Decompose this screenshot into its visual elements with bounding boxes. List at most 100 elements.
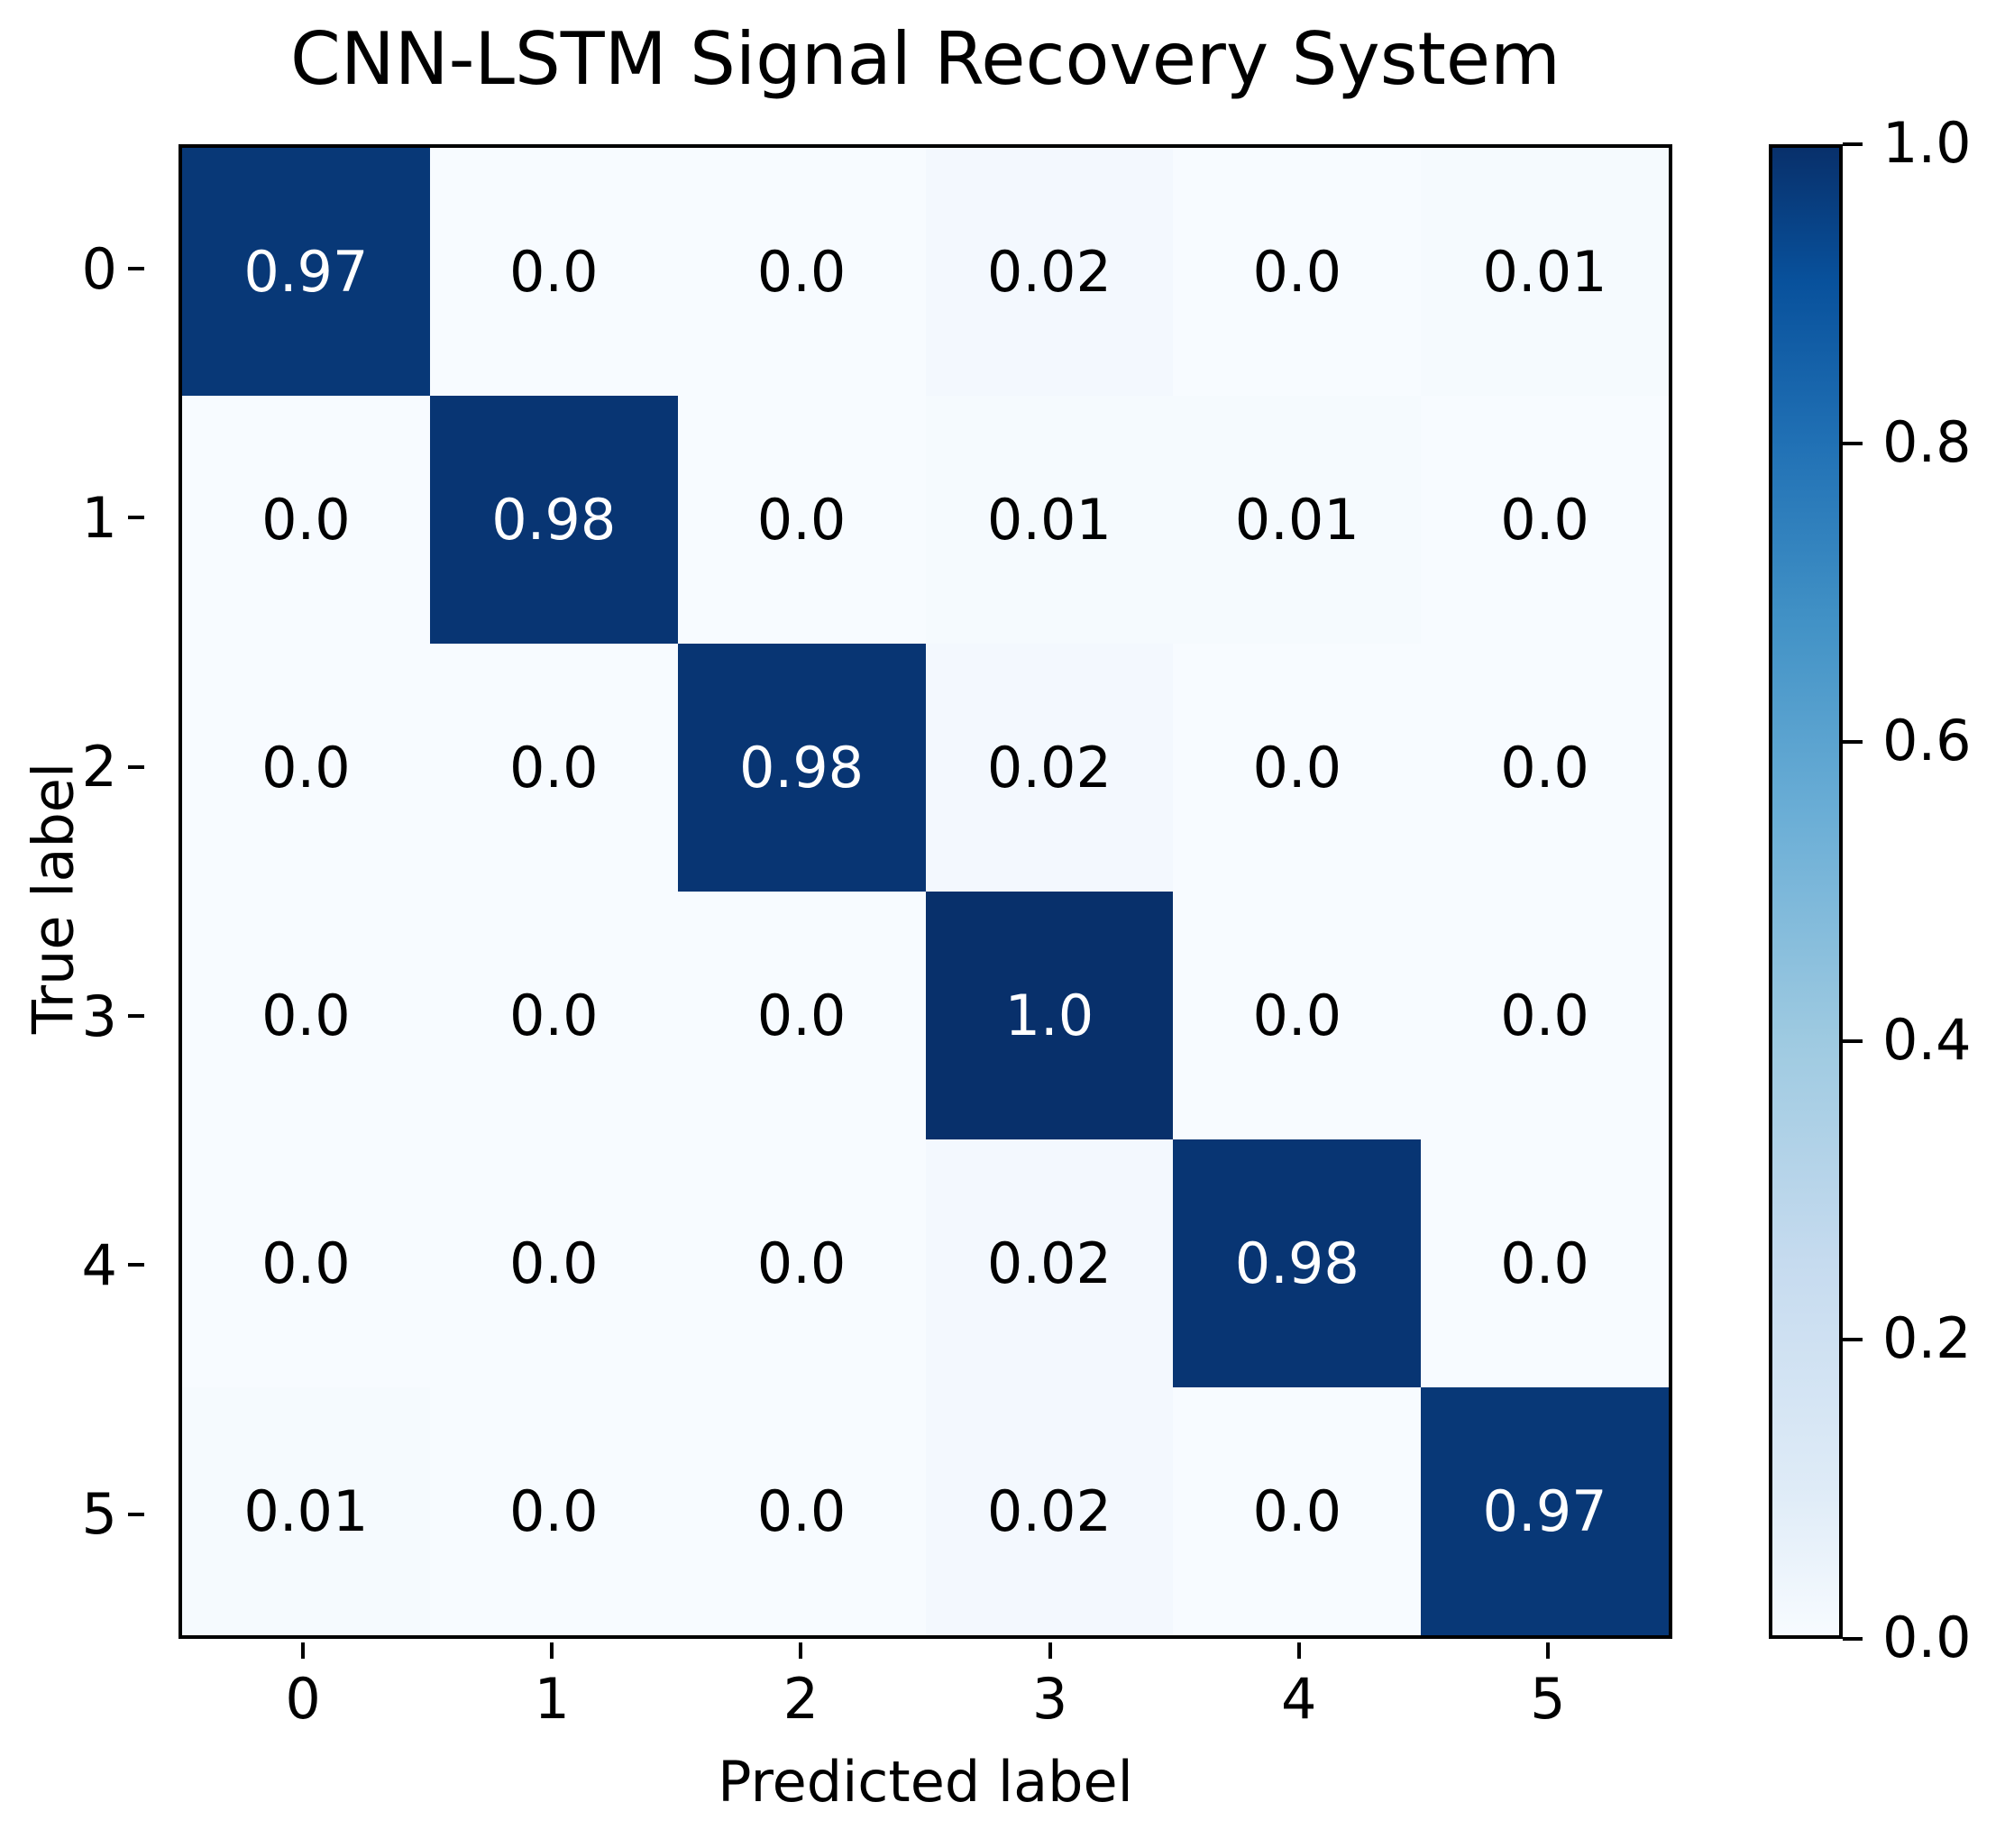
- matrix-cell: 0.0: [182, 1139, 430, 1387]
- matrix-cell: 0.0: [677, 1139, 926, 1387]
- x-axis-tick-label: 3: [1031, 1666, 1068, 1732]
- matrix-cell-value: 0.0: [261, 1230, 351, 1296]
- matrix-cell-value: 0.01: [1234, 486, 1359, 553]
- matrix-cell-value: 0.0: [1252, 734, 1342, 800]
- x-tick-mark: [550, 1642, 554, 1659]
- y-axis-tick-label: 0: [81, 235, 117, 302]
- colorbar-tick-mark: [1843, 1038, 1863, 1043]
- matrix-cell: 0.01: [182, 1387, 430, 1635]
- colorbar-tick-mark: [1843, 142, 1863, 146]
- y-tick-mark: [128, 1512, 144, 1516]
- y-axis-tick-3: 3: [0, 892, 144, 1140]
- y-axis-tick-2: 2: [0, 643, 144, 892]
- matrix-cell-value: 0.0: [261, 982, 351, 1048]
- x-axis-tick-label: 2: [783, 1666, 819, 1732]
- y-axis-tick-labels: 0 1 2 3 4 5: [0, 144, 144, 1639]
- matrix-cell-value: 0.0: [508, 238, 599, 305]
- x-axis-tick-3: 3: [925, 1642, 1174, 1732]
- matrix-cell: 0.02: [925, 1139, 1174, 1387]
- x-axis-tick-label: 1: [534, 1666, 570, 1732]
- x-axis-tick-label: 4: [1281, 1666, 1317, 1732]
- matrix-cell: 0.0: [1421, 1139, 1669, 1387]
- matrix-cell-value: 0.0: [1500, 486, 1589, 553]
- colorbar-gradient: [1769, 144, 1843, 1639]
- matrix-cell-value: 0.01: [243, 1477, 369, 1544]
- matrix-cell: 0.0: [429, 1387, 678, 1635]
- matrix-cell-value: 0.0: [756, 238, 847, 305]
- matrix-cell: 0.98: [1173, 1139, 1422, 1387]
- y-axis-tick-label: 3: [81, 983, 117, 1049]
- x-tick-mark: [301, 1642, 306, 1659]
- x-tick-mark: [1296, 1642, 1301, 1659]
- matrix-cell-value: 0.02: [986, 238, 1112, 305]
- matrix-cell-value: 0.0: [508, 734, 599, 800]
- colorbar-tick-label: 0.8: [1882, 408, 1972, 475]
- matrix-cell-value: 0.0: [756, 486, 847, 553]
- x-axis-tick-label: 0: [285, 1666, 321, 1732]
- matrix-cell: 0.0: [429, 892, 678, 1139]
- x-tick-mark: [1048, 1642, 1052, 1659]
- matrix-cell: 0.01: [1421, 148, 1669, 396]
- x-tick-mark: [1545, 1642, 1550, 1659]
- matrix-cell: 0.0: [429, 1139, 678, 1387]
- matrix-cell-value: 0.02: [986, 1230, 1112, 1296]
- colorbar-tick-mark: [1843, 441, 1863, 445]
- y-axis-tick-0: 0: [0, 144, 144, 393]
- x-axis-tick-5: 5: [1424, 1642, 1672, 1732]
- matrix-cell-value: 0.98: [1234, 1230, 1359, 1296]
- matrix-cell-value: 0.0: [508, 1230, 599, 1296]
- matrix-cell-value: 0.0: [756, 1477, 847, 1544]
- y-axis-tick-4: 4: [0, 1140, 144, 1389]
- matrix-cell-value: 0.0: [1500, 1230, 1589, 1296]
- x-axis-label: Predicted label: [718, 1749, 1133, 1815]
- matrix-cell-value: 0.0: [1252, 238, 1342, 305]
- matrix-cell: 1.0: [925, 892, 1174, 1139]
- matrix-cell-value: 0.0: [508, 982, 599, 1048]
- x-axis-tick-label: 5: [1530, 1666, 1566, 1732]
- x-axis-tick-1: 1: [427, 1642, 676, 1732]
- matrix-cell-value: 0.01: [986, 486, 1112, 553]
- colorbar-tick-label: 0.4: [1882, 1006, 1972, 1073]
- matrix-cell: 0.0: [182, 644, 430, 892]
- matrix-cell: 0.0: [1421, 892, 1669, 1139]
- matrix-cell: 0.02: [925, 148, 1174, 396]
- matrix-cell-value: 0.02: [986, 734, 1112, 800]
- matrix-cell: 0.97: [1421, 1387, 1669, 1635]
- y-tick-mark: [128, 1263, 144, 1267]
- page-title: CNN-LSTM Signal Recovery System: [290, 17, 1561, 101]
- matrix-cell-value: 0.98: [491, 486, 617, 553]
- matrix-cell: 0.97: [182, 148, 430, 396]
- y-axis-tick-label: 1: [81, 484, 117, 551]
- colorbar-tick-mark: [1843, 1338, 1863, 1342]
- colorbar-tick-label: 1.0: [1882, 110, 1972, 176]
- matrix-cell-value: 0.0: [1500, 734, 1589, 800]
- x-axis-tick-4: 4: [1175, 1642, 1424, 1732]
- matrix-cell: 0.0: [1421, 644, 1669, 892]
- matrix-cell-value: 0.0: [756, 1230, 847, 1296]
- x-tick-mark: [799, 1642, 803, 1659]
- matrix-cell-value: 0.01: [1482, 238, 1607, 305]
- matrix-cell-value: 0.0: [1252, 982, 1342, 1048]
- matrix-cell: 0.0: [677, 892, 926, 1139]
- matrix-cell-value: 0.0: [261, 734, 351, 800]
- matrix-cell-value: 0.0: [261, 486, 351, 553]
- matrix-cell-value: 0.0: [508, 1477, 599, 1544]
- matrix-cell: 0.0: [182, 396, 430, 644]
- y-axis-tick-5: 5: [0, 1390, 144, 1639]
- y-tick-mark: [128, 1014, 144, 1019]
- matrix-cell: 0.0: [1173, 1387, 1422, 1635]
- matrix-cell-value: 0.02: [986, 1477, 1112, 1544]
- colorbar-tick-label: 0.2: [1882, 1305, 1972, 1372]
- y-axis-tick-1: 1: [0, 393, 144, 642]
- y-axis-tick-label: 5: [81, 1481, 117, 1548]
- matrix-cell: 0.0: [677, 148, 926, 396]
- matrix-cell: 0.0: [429, 148, 678, 396]
- matrix-cell-value: 0.97: [243, 238, 369, 305]
- matrix-cell: 0.0: [1173, 148, 1422, 396]
- matrix-cell: 0.98: [677, 644, 926, 892]
- colorbar-tick-label: 0.6: [1882, 708, 1972, 774]
